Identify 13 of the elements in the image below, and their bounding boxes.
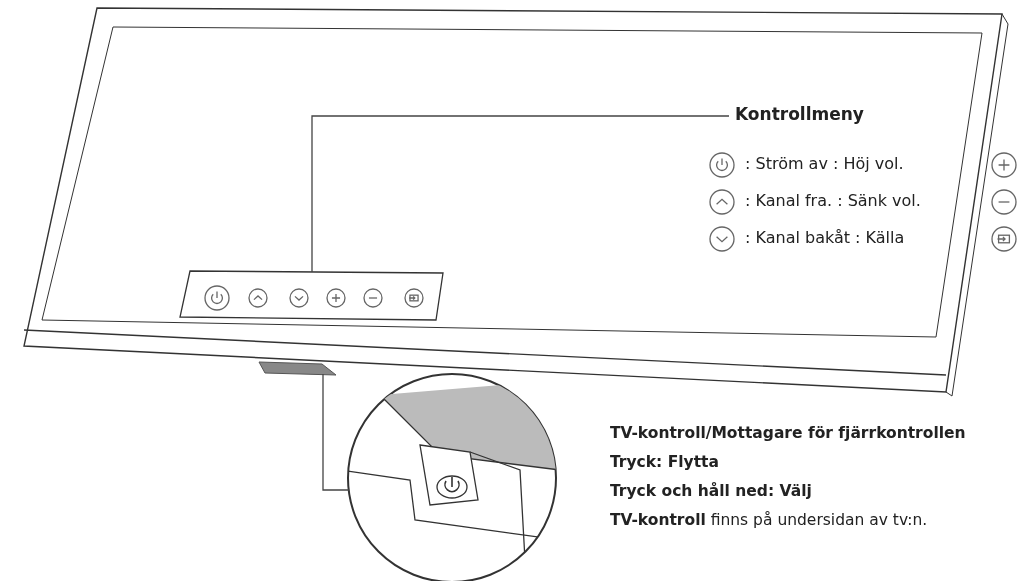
leader-line (311, 115, 730, 273)
legend-text: : Kanal fra. : Sänk vol. (745, 191, 921, 211)
legend-text: : Ström av : Höj vol. (745, 154, 904, 174)
control-panel (179, 270, 444, 321)
instruction-text: Tryck och håll ned: Välj (610, 482, 812, 501)
magnified-inset-drawing (347, 373, 557, 581)
menu-heading: Kontrollmeny (735, 104, 864, 125)
note-text: TV-kontroll finns på undersidan av tv:n. (610, 511, 928, 530)
heading-text: TV-kontroll/Mottagare för fjärrkontrollen (610, 424, 966, 443)
legend-text: : Kanal bakåt : Källa (745, 228, 905, 248)
instruction-text: Tryck: Flytta (610, 453, 719, 472)
control-stick (258, 361, 337, 376)
leader-line (322, 373, 350, 491)
